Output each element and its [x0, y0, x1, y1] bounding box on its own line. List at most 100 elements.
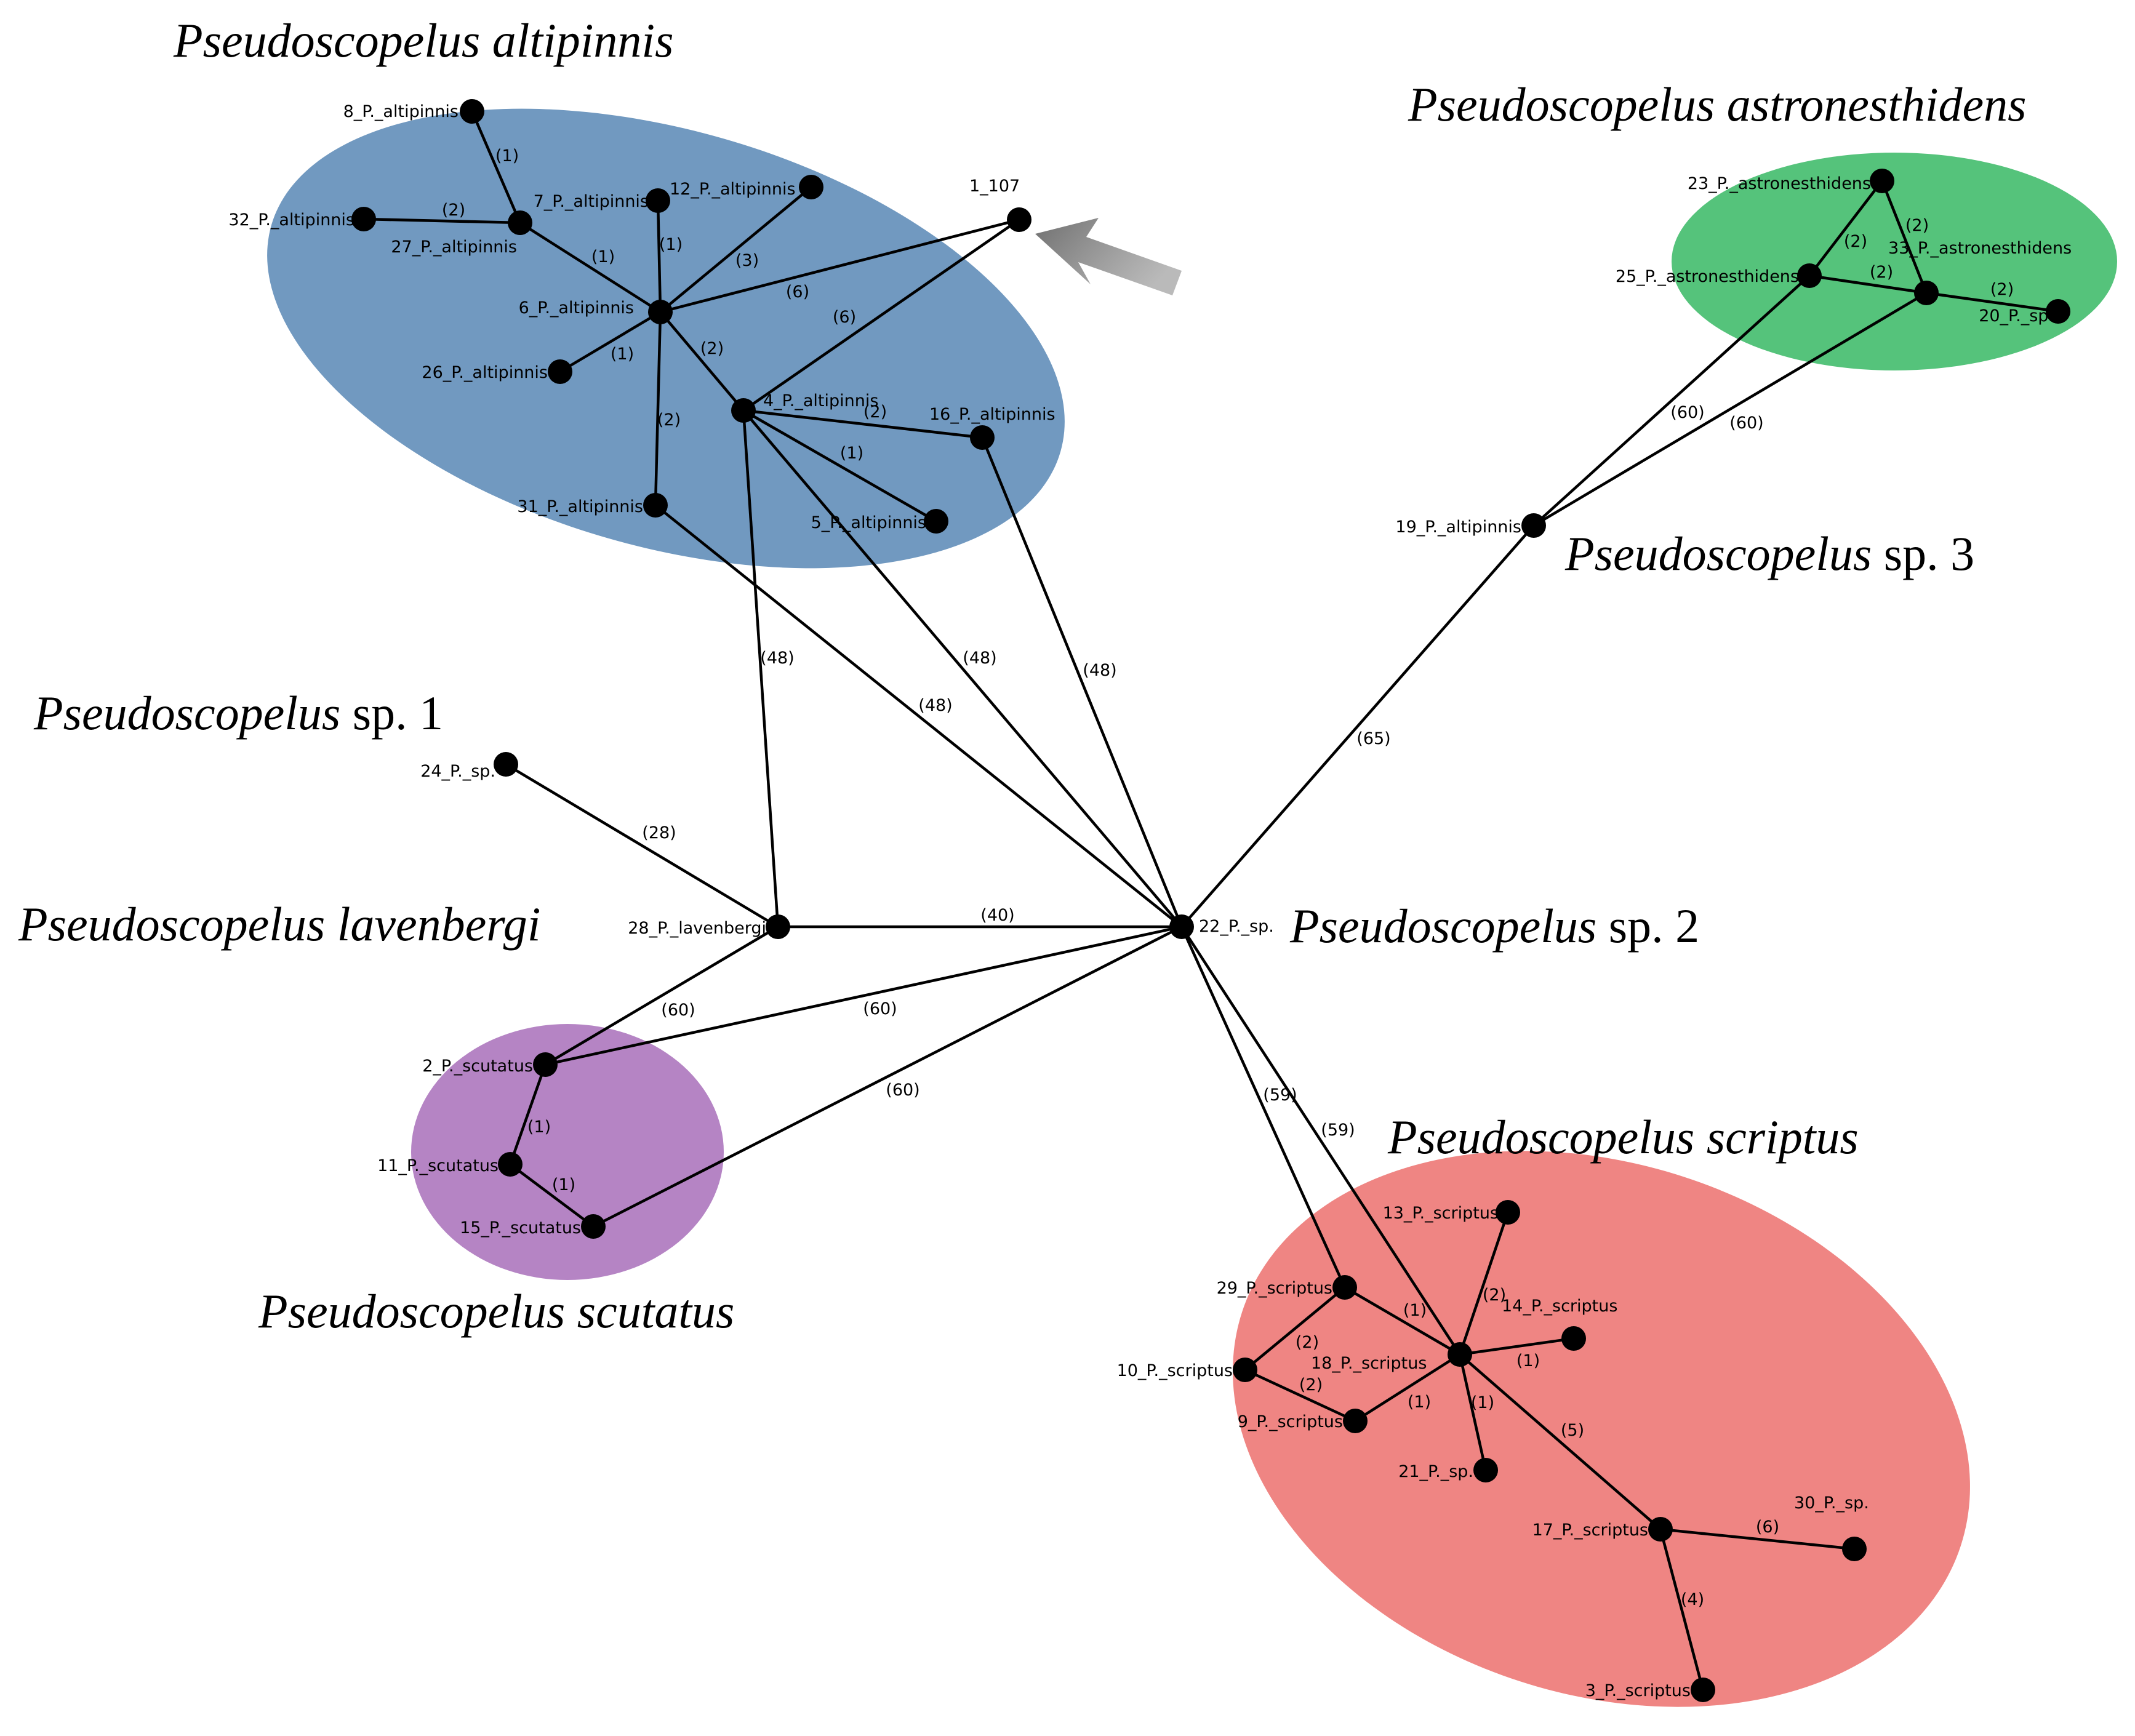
group-title-plain: sp. 1 — [340, 686, 443, 740]
node-n30[interactable] — [1842, 1537, 1867, 1561]
node-n7[interactable] — [646, 188, 670, 213]
group-ellipse-altipinnis — [267, 108, 1065, 569]
group-ellipse-astronesthidens — [1672, 153, 2117, 370]
node-label: 2_P._scutatus — [422, 1057, 533, 1076]
node-n33[interactable] — [1914, 281, 1939, 305]
edge-n33-n20 — [1926, 291, 2059, 313]
node-n5[interactable] — [924, 509, 948, 534]
node-n13[interactable] — [1496, 1200, 1520, 1225]
group-title-sp2: Pseudoscopelus sp. 2 — [1289, 899, 1699, 953]
edge-n25-n19 — [1532, 274, 1811, 527]
group-title-scriptus: Pseudoscopelus scriptus — [1387, 1110, 1859, 1164]
node-label: 15_P._scutatus — [460, 1218, 581, 1238]
node-n9[interactable] — [1343, 1409, 1368, 1433]
node-n12[interactable] — [799, 175, 823, 199]
edge-label: (65) — [1356, 729, 1390, 748]
edge-label: (1) — [1516, 1351, 1540, 1370]
edge-label: (1) — [1408, 1393, 1431, 1412]
node-label: 10_P._scriptus — [1117, 1361, 1233, 1380]
node-label: 5_P._altipinnis — [811, 513, 926, 532]
node-label: 29_P._scriptus — [1217, 1279, 1332, 1298]
pointer-arrow-icon — [1035, 218, 1182, 295]
edge-label: (6) — [833, 308, 856, 327]
node-n21[interactable] — [1473, 1458, 1498, 1482]
edge-n10-n9 — [1244, 1368, 1356, 1423]
edge-label: (1) — [591, 247, 615, 266]
group-title-italic: Pseudoscopelus astronesthidens — [1408, 78, 2027, 131]
node-n3[interactable] — [1691, 1678, 1715, 1702]
node-n25[interactable] — [1797, 263, 1822, 288]
group-title-italic: Pseudoscopelus altipinnis — [173, 14, 673, 67]
node-label: 14_P._scriptus — [1502, 1297, 1617, 1316]
node-label: 21_P._sp. — [1398, 1462, 1473, 1481]
node-n24[interactable] — [494, 752, 518, 777]
edge-label: (60) — [886, 1081, 919, 1100]
node-n19[interactable] — [1521, 513, 1546, 538]
edge-n17-n30 — [1660, 1527, 1855, 1551]
edge-n2-n22 — [545, 925, 1182, 1066]
edge-label: (59) — [1321, 1121, 1355, 1140]
node-n32[interactable] — [351, 207, 376, 231]
group-titles-layer: Pseudoscopelus altipinnisPseudoscopelus … — [18, 14, 2027, 1338]
edge-n9-n18 — [1354, 1353, 1461, 1422]
node-n2[interactable] — [533, 1052, 558, 1077]
node-n10[interactable] — [1233, 1358, 1257, 1382]
group-title-astronesthidens: Pseudoscopelus astronesthidens — [1408, 78, 2027, 131]
node-label: 24_P._sp. — [420, 762, 495, 781]
node-n6[interactable] — [648, 300, 673, 324]
node-n1[interactable] — [1007, 207, 1031, 232]
edge-n32-n27 — [363, 217, 521, 225]
edge-n11-n15 — [509, 1163, 595, 1228]
edge-label: (48) — [760, 649, 794, 668]
group-title-italic: Pseudoscopelus lavenbergi — [18, 897, 540, 951]
node-label: 32_P._altipinnis — [228, 210, 354, 230]
node-n22[interactable] — [1169, 914, 1194, 939]
node-n11[interactable] — [498, 1152, 523, 1177]
node-n31[interactable] — [643, 493, 668, 518]
node-n15[interactable] — [581, 1214, 606, 1239]
edge-n23-n25 — [1808, 180, 1883, 277]
edge-label: (60) — [661, 1001, 695, 1020]
group-title-sp1: Pseudoscopelus sp. 1 — [33, 686, 443, 740]
node-n27[interactable] — [508, 210, 532, 235]
node-n28[interactable] — [766, 914, 790, 939]
node-label: 23_P._astronesthidens — [1688, 174, 1871, 193]
edge-label: (48) — [1083, 661, 1116, 680]
node-label: 1_107 — [969, 177, 1020, 196]
node-n17[interactable] — [1648, 1517, 1673, 1542]
node-n20[interactable] — [2046, 299, 2070, 324]
edge-n1-n4 — [742, 218, 1020, 412]
edge-label: (4) — [1681, 1590, 1704, 1609]
edge-n14-n18 — [1459, 1337, 1574, 1356]
edge-n2-n11 — [508, 1064, 547, 1165]
node-n23[interactable] — [1870, 169, 1894, 193]
node-label: 4_P._altipinnis — [763, 391, 878, 410]
node-n4[interactable] — [731, 398, 756, 423]
edge-n1-n6 — [660, 218, 1020, 314]
group-title-italic: Pseudoscopelus scutatus — [258, 1284, 734, 1338]
edge-label: (1) — [1471, 1393, 1494, 1412]
node-n29[interactable] — [1332, 1275, 1357, 1300]
node-n14[interactable] — [1561, 1326, 1586, 1351]
node-n8[interactable] — [460, 99, 484, 124]
node-n16[interactable] — [970, 425, 995, 450]
edge-label: (2) — [1299, 1375, 1323, 1394]
edge-n18-n21 — [1458, 1354, 1488, 1471]
edge-n13-n18 — [1458, 1212, 1510, 1355]
edge-label: (1) — [527, 1118, 551, 1137]
node-n18[interactable] — [1448, 1342, 1472, 1367]
group-title-sp3: Pseudoscopelus sp. 3 — [1564, 527, 1974, 580]
edge-n4-n16 — [743, 409, 983, 439]
edge-labels-layer: (1)(2)(1)(1)(3)(6)(6)(1)(2)(2)(2)(1)(48)… — [442, 146, 2014, 1609]
node-label: 17_P._scriptus — [1532, 1521, 1648, 1540]
edge-label: (1) — [552, 1175, 575, 1194]
edge-n22-n18 — [1180, 926, 1461, 1356]
node-n26[interactable] — [548, 359, 572, 384]
edge-n7-n6 — [656, 200, 662, 313]
group-title-italic: Pseudoscopelus — [1564, 527, 1872, 580]
edge-label: (2) — [1483, 1286, 1506, 1305]
node-label: 6_P._altipinnis — [519, 298, 634, 318]
edge-label: (5) — [1561, 1421, 1584, 1440]
group-title-altipinnis: Pseudoscopelus altipinnis — [173, 14, 673, 67]
